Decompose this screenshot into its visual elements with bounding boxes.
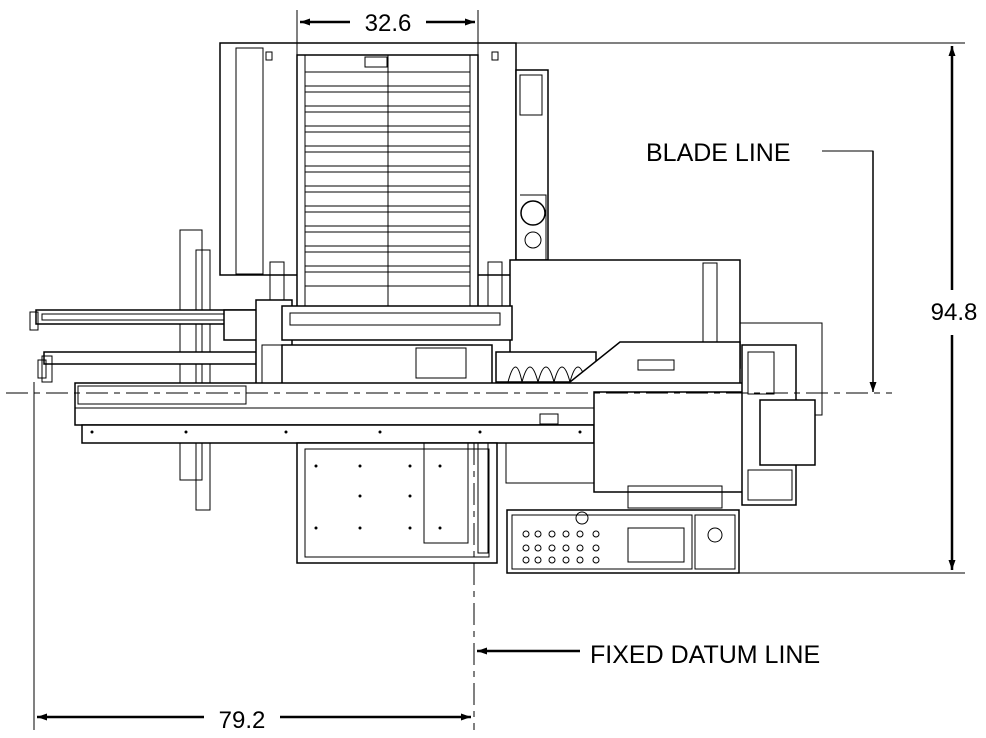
blade-line — [6, 150, 892, 394]
dimension-datum-offset-value: 79.2 — [219, 707, 266, 734]
machine-outline — [29, 42, 823, 574]
control-buttons — [522, 530, 600, 564]
blade-line-label: BLADE LINE — [646, 139, 791, 167]
dimension-datum-offset — [33, 382, 471, 730]
fixed-datum-line-label: FIXED DATUM LINE — [590, 641, 820, 669]
dimension-overall-height-value: 94.8 — [931, 299, 978, 326]
dimension-top-width — [296, 10, 479, 55]
dimension-top-width-value: 32.6 — [365, 10, 412, 37]
fastener-dots — [90, 430, 582, 530]
fixed-datum-line — [473, 443, 580, 730]
dimension-overall-height — [516, 42, 965, 574]
hopper-shelves — [304, 71, 471, 287]
